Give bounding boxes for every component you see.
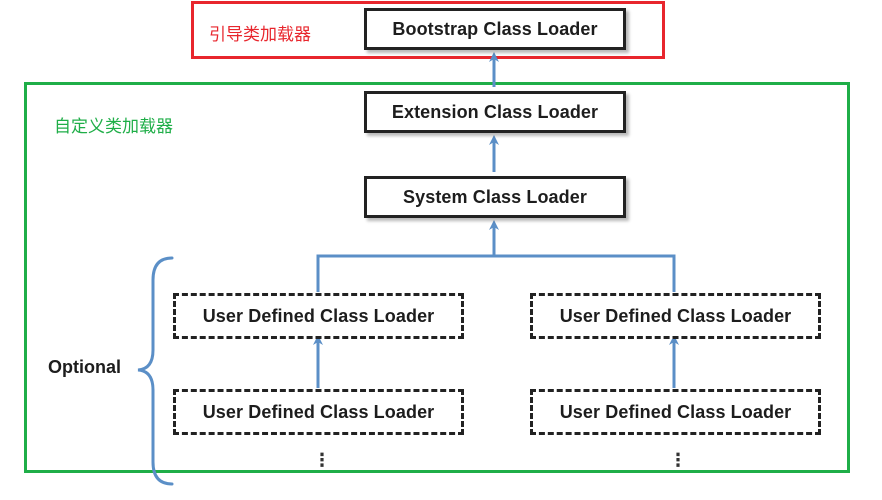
bootstrap-group-frame	[191, 1, 665, 59]
bootstrap-class-loader-box: Bootstrap Class Loader	[364, 8, 626, 50]
user-defined-class-loader-label: User Defined Class Loader	[559, 305, 792, 326]
bootstrap-class-loader-label: Bootstrap Class Loader	[392, 18, 598, 39]
user-defined-class-loader-box: User Defined Class Loader	[173, 293, 464, 339]
system-class-loader-label: System Class Loader	[403, 186, 587, 207]
system-class-loader-box: System Class Loader	[364, 176, 626, 218]
user-defined-class-loader-label: User Defined Class Loader	[202, 305, 435, 326]
custom-group-label: 自定义类加载器	[54, 117, 173, 137]
optional-brace	[137, 256, 174, 486]
continuation-dots-left: ⋮	[313, 450, 331, 470]
user-defined-class-loader-label: User Defined Class Loader	[559, 401, 792, 422]
bootstrap-group-label: 引导类加载器	[209, 25, 311, 45]
optional-label: Optional	[48, 357, 121, 377]
user-defined-class-loader-box: User Defined Class Loader	[530, 389, 821, 435]
custom-loaders-group-frame	[24, 82, 850, 473]
user-defined-class-loader-label: User Defined Class Loader	[202, 401, 435, 422]
user-defined-class-loader-box: User Defined Class Loader	[173, 389, 464, 435]
user-defined-class-loader-box: User Defined Class Loader	[530, 293, 821, 339]
branch-connector	[316, 254, 676, 292]
extension-class-loader-box: Extension Class Loader	[364, 91, 626, 133]
continuation-dots-right: ⋮	[669, 450, 687, 470]
extension-class-loader-label: Extension Class Loader	[391, 101, 599, 122]
